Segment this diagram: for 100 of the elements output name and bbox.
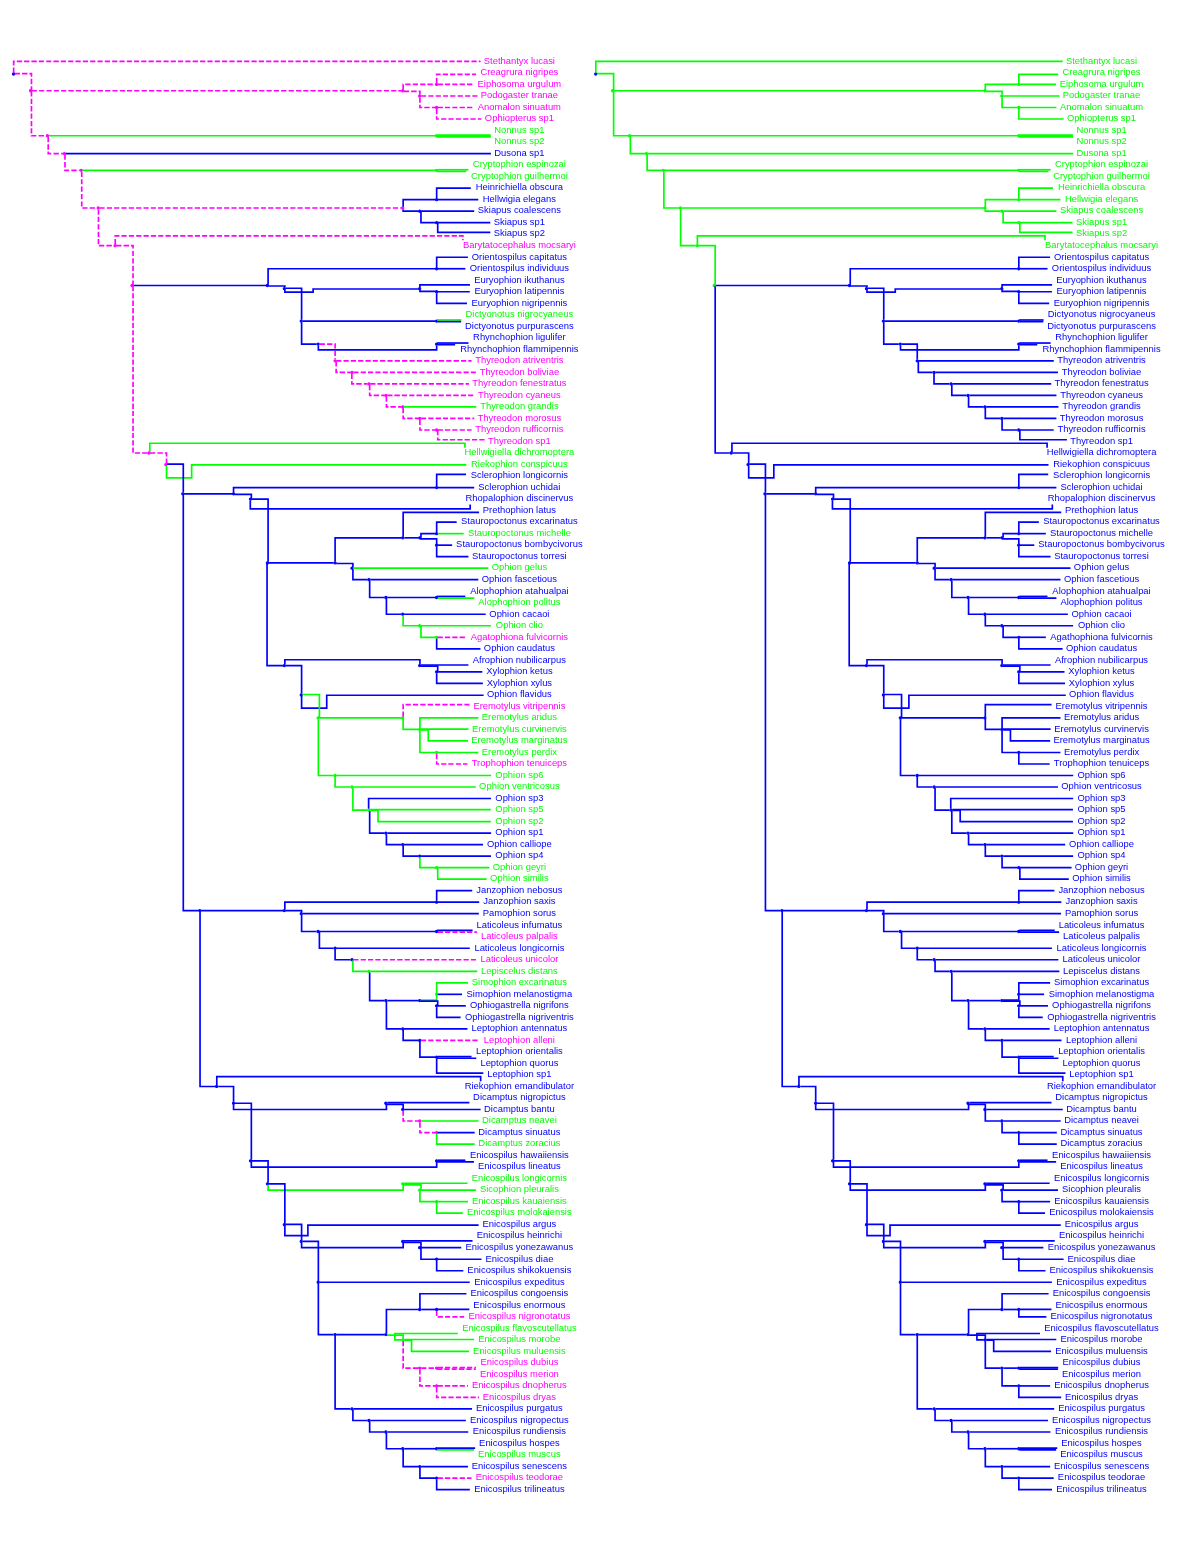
node-point	[1017, 1447, 1021, 1451]
node-text: Enicospilus hospes	[479, 1436, 560, 1448]
node-point	[1017, 543, 1021, 547]
connector	[1001, 284, 1053, 289]
node-text: Nonnus sp2	[494, 135, 545, 147]
node-point	[434, 1200, 439, 1204]
node-text: Podogaster tranae	[480, 89, 559, 101]
connector	[1001, 1190, 1019, 1203]
node-point	[401, 612, 405, 616]
node-text: Hellwigiella dichromoptera	[1046, 446, 1157, 458]
connector	[1002, 624, 1074, 627]
node-text: Thyreodon boliviae	[1061, 365, 1142, 377]
node-point	[316, 1280, 320, 1284]
connector	[368, 384, 386, 397]
node-text: Stauropoctonus excarinatus	[461, 515, 578, 527]
connector	[402, 1109, 419, 1122]
node-point	[983, 716, 987, 720]
connector	[1019, 866, 1073, 869]
connector	[352, 1408, 369, 1422]
node-text: Stethantyx lucasi	[1065, 54, 1138, 66]
connector	[284, 658, 421, 666]
node-text: Leptophion orientalis	[1058, 1045, 1145, 1057]
node-text: Enicospilus diae	[1067, 1252, 1136, 1264]
node-point	[384, 998, 388, 1003]
node-point	[763, 492, 767, 496]
connector	[368, 1420, 386, 1433]
node-point	[418, 416, 422, 421]
node-point	[434, 635, 439, 639]
node-text: Euryophion latipennis	[1056, 285, 1147, 297]
node-text: Dusona sp1	[1076, 146, 1127, 158]
node-point	[1017, 1004, 1021, 1008]
node-point	[1017, 105, 1021, 110]
node-point	[434, 105, 439, 110]
node-point	[1000, 209, 1004, 213]
node-text: Enicospilus diae	[485, 1252, 554, 1264]
node-text: Rhynchophion ligulifer	[473, 331, 566, 343]
connector	[403, 1240, 474, 1242]
connector	[968, 832, 1075, 834]
connector	[917, 774, 1075, 777]
node-text: Enicospilus shikokuensis	[467, 1264, 572, 1276]
connector	[369, 578, 480, 581]
connector	[1018, 1259, 1047, 1272]
connector	[233, 1102, 253, 1161]
connector	[402, 198, 436, 208]
node-point	[401, 1182, 405, 1186]
node-point	[434, 319, 439, 323]
node-point	[1000, 286, 1004, 291]
node-text: Enicospilus senescens	[471, 1459, 567, 1471]
connector	[985, 843, 1066, 846]
node-text: Eremotylus vitripennis	[1055, 699, 1148, 711]
node-point	[401, 1027, 405, 1031]
connector	[215, 1075, 482, 1086]
node-point	[898, 716, 902, 720]
connector	[1019, 1159, 1049, 1162]
node-point	[932, 1407, 936, 1411]
connector	[1019, 267, 1049, 270]
node-text: Ophion sp5	[1077, 803, 1126, 815]
node-point	[418, 94, 422, 98]
node-point	[915, 1332, 919, 1337]
node-point	[1017, 900, 1021, 904]
node-point	[434, 1476, 439, 1480]
node-point	[384, 1101, 388, 1105]
connector	[435, 1202, 464, 1214]
node-text: Ophion fascetious	[1063, 573, 1140, 585]
node-text: Ophion sp3	[1077, 791, 1126, 803]
node-point	[418, 1038, 422, 1043]
node-text: Ophiogastrella nigriventris	[465, 1010, 574, 1022]
node-point	[949, 578, 953, 582]
node-point	[350, 370, 354, 375]
node-point	[983, 536, 987, 540]
node-point	[231, 1101, 236, 1105]
node-point	[401, 1107, 405, 1112]
node-point	[434, 900, 439, 904]
node-point	[1000, 416, 1004, 421]
node-text: Barytatocephalus mocsaryi	[462, 239, 576, 250]
connector	[1019, 290, 1053, 293]
node-text: Enicospilus congoensis	[1052, 1287, 1151, 1299]
connector	[436, 532, 465, 535]
connector	[916, 1335, 934, 1410]
connector	[612, 90, 629, 137]
node-text: Skiapus sp2	[493, 227, 546, 239]
connector	[798, 1075, 1064, 1086]
node-point	[434, 82, 439, 87]
node-text: Enicospilus longicornis	[1053, 1171, 1150, 1183]
node-point	[1000, 1366, 1004, 1370]
node-text: Pamophion sorus	[482, 907, 556, 919]
node-text: Laticoleus palpalis	[480, 930, 558, 942]
connector	[866, 288, 1002, 293]
node-text: Ophion cacaoi	[489, 607, 550, 619]
connector	[1019, 1308, 1053, 1311]
node-text: Dicamptus sinuatus	[478, 1125, 561, 1137]
node-text: Ophiogastrella nigriventris	[1047, 1010, 1156, 1022]
node-text: Sclerophion uchidai	[1060, 480, 1143, 492]
connector	[435, 473, 467, 488]
node-point	[434, 595, 439, 600]
node-text: Ophiopterus sp1	[1067, 112, 1137, 124]
connector	[1018, 1133, 1058, 1145]
node-text: Enicospilus kauaiensis	[472, 1194, 567, 1206]
node-text: Dicamptus bantu	[484, 1102, 555, 1114]
connector	[1002, 664, 1052, 666]
